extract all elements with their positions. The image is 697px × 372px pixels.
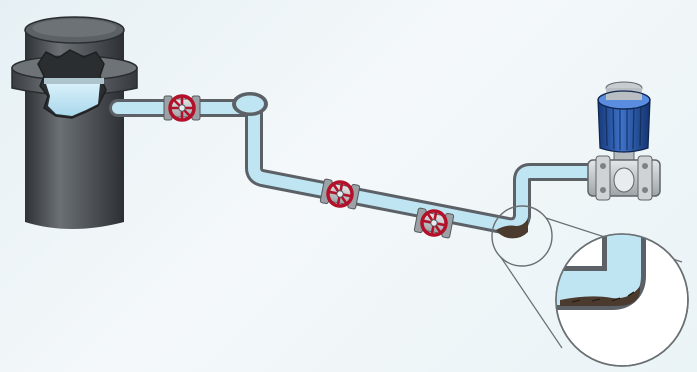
valve-3 xyxy=(413,207,455,239)
sediment-deposit xyxy=(496,218,528,239)
pressure-transmitter xyxy=(587,81,661,201)
valve-1 xyxy=(163,94,201,122)
process-tank xyxy=(11,16,138,229)
magnifier-callout xyxy=(491,205,689,367)
impulse-line xyxy=(109,92,609,236)
valve-2 xyxy=(319,178,361,210)
